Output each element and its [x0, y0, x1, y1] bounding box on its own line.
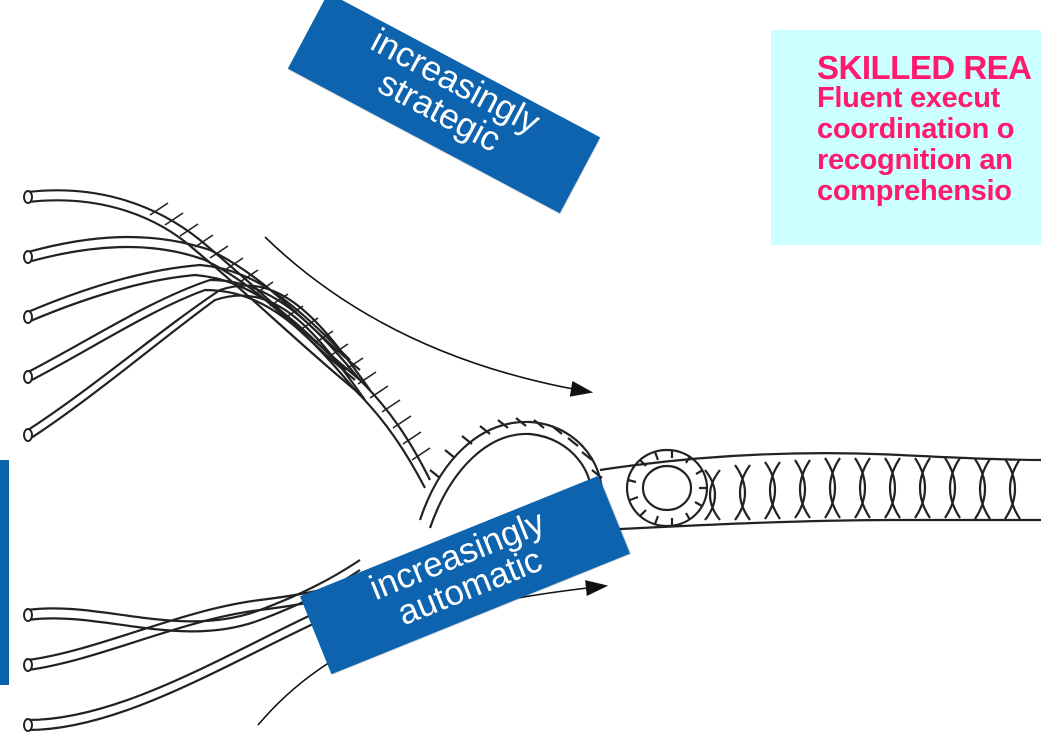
upper-strands	[28, 190, 430, 488]
skilled-reading-line: comprehensio	[817, 176, 1041, 207]
upper-rope-twist	[150, 203, 430, 460]
skilled-reading-line: Fluent execut	[817, 83, 1041, 114]
skilled-reading-title: SKILLED REA	[817, 52, 1041, 83]
skilled-reading-line: recognition an	[817, 145, 1041, 176]
skilled-reading-box: SKILLED REA Fluent execut coordination o…	[771, 30, 1041, 245]
lower-strand-ends	[24, 609, 32, 731]
left-blue-bar	[0, 460, 9, 685]
skilled-reading-line: coordination o	[817, 114, 1041, 145]
upper-strand-ends	[24, 191, 32, 441]
strategic-arrow	[265, 237, 590, 392]
braided-rope	[600, 453, 1041, 530]
